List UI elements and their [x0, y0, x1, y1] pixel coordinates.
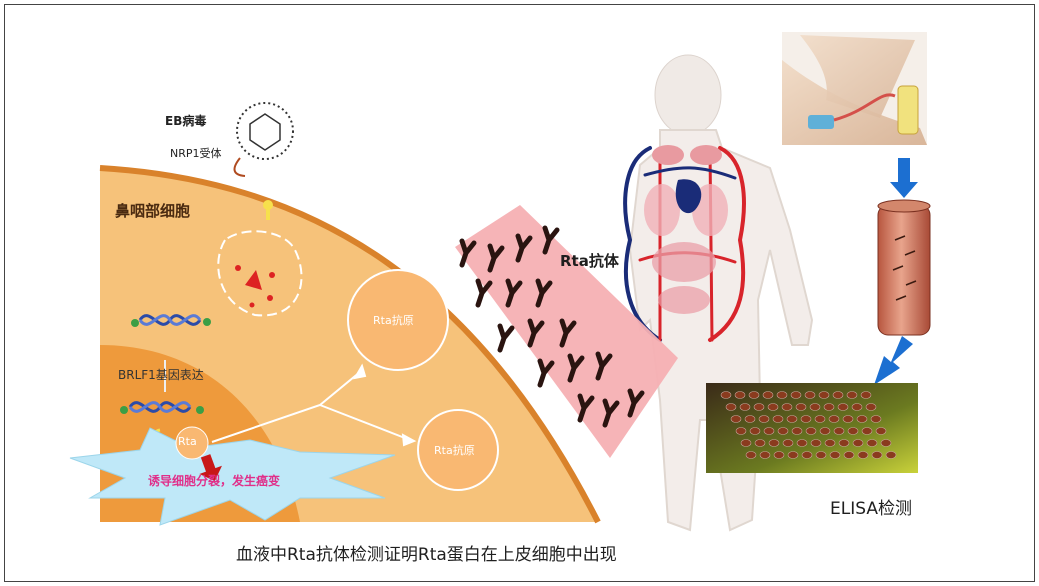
plate-well — [802, 452, 812, 459]
plate-well — [861, 392, 871, 399]
plate-well — [731, 416, 741, 423]
plate-well — [838, 404, 848, 411]
plate-well — [749, 392, 759, 399]
plate-well — [857, 416, 867, 423]
plate-well — [848, 428, 858, 435]
plate-well — [853, 440, 863, 447]
plate-well — [760, 452, 770, 459]
plate-well — [787, 416, 797, 423]
antigen-2-label: Rta抗原 — [434, 442, 475, 458]
plate-well — [788, 452, 798, 459]
plate-well — [741, 440, 751, 447]
plate-well — [825, 440, 835, 447]
blood-tube — [878, 200, 930, 335]
plate-well — [797, 440, 807, 447]
plate-well — [819, 392, 829, 399]
plate-well — [778, 428, 788, 435]
plate-well — [820, 428, 830, 435]
plate-well — [736, 428, 746, 435]
plate-well — [740, 404, 750, 411]
plate-well — [764, 428, 774, 435]
plate-well — [759, 416, 769, 423]
cell-label: 鼻咽部细胞 — [115, 200, 190, 221]
plate-well — [834, 428, 844, 435]
plate-well — [773, 416, 783, 423]
caption: 血液中Rta抗体检测证明Rta蛋白在上皮细胞中出现 — [236, 540, 617, 565]
plate-well — [886, 452, 896, 459]
plate-well — [774, 452, 784, 459]
plate-well — [735, 392, 745, 399]
plate-well — [847, 392, 857, 399]
plate-well — [805, 392, 815, 399]
antibody-label: Rta抗体 — [560, 250, 619, 271]
plate-well — [769, 440, 779, 447]
plate-well — [754, 404, 764, 411]
plate-well — [833, 392, 843, 399]
plate-well — [783, 440, 793, 447]
plate-well — [746, 452, 756, 459]
plate-well — [745, 416, 755, 423]
plate-well — [806, 428, 816, 435]
plate-well — [844, 452, 854, 459]
plate-well — [791, 392, 801, 399]
elisa-plate-photo — [706, 383, 918, 473]
plate-well — [843, 416, 853, 423]
plate-well — [858, 452, 868, 459]
elisa-label: ELISA检测 — [830, 494, 912, 519]
plate-well — [872, 452, 882, 459]
plate-well — [768, 404, 778, 411]
gene-label: BRLF1基因表达 — [118, 366, 204, 383]
eb-virus — [235, 103, 293, 176]
plate-well — [796, 404, 806, 411]
plate-well — [862, 428, 872, 435]
rta-label: Rta — [178, 435, 197, 448]
plate-well — [830, 452, 840, 459]
plate-well — [839, 440, 849, 447]
antigen-1-label: Rta抗原 — [373, 312, 414, 328]
blood-draw-photo — [782, 32, 927, 145]
plate-well — [876, 428, 886, 435]
plate-well — [829, 416, 839, 423]
plate-well — [816, 452, 826, 459]
plate-well — [810, 404, 820, 411]
virus-label: EB病毒 — [165, 112, 206, 129]
plate-well — [867, 440, 877, 447]
plate-well — [782, 404, 792, 411]
plate-well — [811, 440, 821, 447]
plate-well — [815, 416, 825, 423]
plate-well — [866, 404, 876, 411]
plate-well — [852, 404, 862, 411]
plate-well — [721, 392, 731, 399]
induce-label: 诱导细胞分裂，发生癌变 — [148, 472, 280, 489]
plate-well — [755, 440, 765, 447]
antibody-mark — [500, 326, 512, 350]
plate-well — [750, 428, 760, 435]
plate-well — [871, 416, 881, 423]
plate-well — [763, 392, 773, 399]
plate-well — [824, 404, 834, 411]
plate-well — [726, 404, 736, 411]
plate-well — [792, 428, 802, 435]
receptor-label: NRP1受体 — [170, 145, 222, 161]
plate-well — [777, 392, 787, 399]
plate-well — [881, 440, 891, 447]
plate-well — [801, 416, 811, 423]
